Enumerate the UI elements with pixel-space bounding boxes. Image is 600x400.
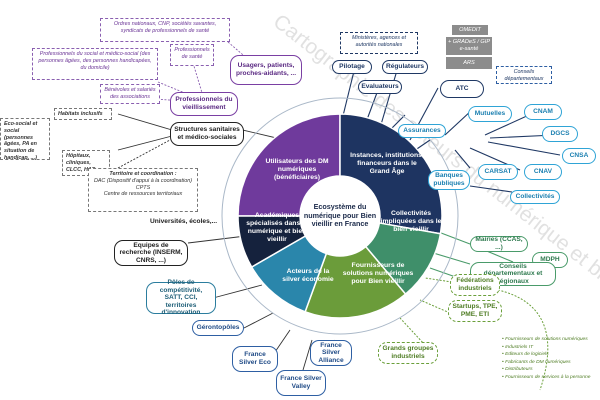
connectors-olive [399, 277, 549, 391]
universites: Universités, écoles,... [150, 218, 218, 225]
segment-label-instances: Instances, institutions, financeurs dans… [350, 152, 424, 176]
cnav-box[interactable]: CNAV [524, 164, 562, 180]
evaluateurs-box[interactable]: Evaluateurs [358, 80, 402, 94]
territoire-item-cpts: CPTS [135, 184, 151, 191]
pilotage-box[interactable]: Pilotage [332, 60, 372, 74]
territoire-coordination: Territoire et coordination : DAC (Dispos… [88, 168, 198, 212]
pros-sante: Professionnels de santé [170, 44, 214, 66]
mairies-box[interactable]: Mairies (CCAS, ...) [470, 236, 528, 252]
habitats-inclusifs: Habitats inclusifs [54, 108, 112, 120]
poles-box[interactable]: Pôles de compétitivité, SATT, CCI, terri… [146, 279, 216, 316]
territoire-item-dac: DAC (Dispositif d'appui à la coordinatio… [93, 177, 193, 184]
dgcs-box[interactable]: DGCS [542, 126, 578, 142]
center-label: Ecosystème du numérique pour Bien vieill… [302, 178, 378, 254]
gerontopoles-box[interactable]: Gérontopôles [192, 320, 244, 336]
regulateurs-box[interactable]: Régulateurs [382, 60, 428, 74]
ordres-nationaux: Ordres nationaux, CNP, sociétés savantes… [100, 18, 230, 42]
assurances-box[interactable]: Assurances [398, 124, 446, 138]
federations-box[interactable]: Fédérations industriels [450, 274, 500, 296]
pros-medico-social: Professionnels du social et médico-socia… [32, 48, 158, 80]
structures-box[interactable]: Structures sanitaires et médico-sociales [170, 122, 244, 146]
cnam-box[interactable]: CNAM [524, 104, 562, 120]
segment-academiques [237, 215, 307, 269]
cnsa-box[interactable]: CNSA [562, 148, 596, 164]
segment-fournisseurs [304, 245, 407, 319]
atc-box[interactable]: ATC [440, 80, 484, 98]
territoire-item-centre: Centre de ressources territoriaux [103, 191, 183, 198]
france-silver-alliance-box[interactable]: France Silver Alliance [310, 340, 352, 366]
mutuelles-box[interactable]: Mutuelles [468, 106, 512, 122]
ministeres: Ministères, agences et autorités nationa… [340, 32, 418, 54]
pie-segments [237, 113, 443, 319]
hopitaux: Hôpitaux, cliniques, CLCC, HAD [62, 150, 110, 176]
outer-ring [221, 97, 459, 335]
france-silver-valley-box[interactable]: France Silver Valley [276, 370, 326, 396]
segment-label-academiques: Académiques spécialisés dans le numériqu… [246, 212, 308, 244]
legend-item: Fournisseurs de services à la personne [502, 374, 590, 382]
legend-item: Fabricants de DM numériques [502, 359, 590, 367]
segment-instances [339, 113, 443, 235]
carsat-box[interactable]: CARSAT [478, 164, 518, 180]
grands-groupes-box[interactable]: Grands groupes industriels [378, 342, 438, 364]
omedit-badge: OMEDIT [452, 25, 488, 35]
territoire-title: Territoire et coordination : [109, 171, 177, 177]
legend-item: Industriels IT [502, 344, 590, 352]
banques-box[interactable]: Banques publiques [428, 170, 470, 190]
eco-social: Eco-social et social (personnes âgées, P… [0, 118, 50, 161]
startups-box[interactable]: Startups, TPE, PME, ETI [448, 300, 502, 322]
legend-item: Distributeurs [502, 366, 590, 374]
legend-item: Fournisseurs de solutions numériques [502, 336, 590, 344]
segment-label-fournisseurs: Fournisseurs de solutions numériques pou… [342, 262, 414, 286]
ars-badge: ARS [446, 57, 492, 69]
segment-label-utilisateurs: Utilisateurs des DM numériques (bénéfici… [265, 158, 329, 182]
conseils-dep: Conseils départementaux [496, 66, 552, 84]
segment-utilisateurs [237, 113, 341, 217]
pros-vieillissement-box[interactable]: Professionnels du vieillissement [170, 92, 238, 116]
fournisseurs-legend: Fournisseurs de solutions numériques Ind… [496, 336, 590, 382]
segment-label-silver: Acteurs de la silver économie [282, 268, 334, 284]
france-silver-eco-box[interactable]: France Silver Eco [232, 346, 278, 372]
benevoles: Bénévoles et salariés des associations [100, 84, 160, 104]
grades-badge: + GRADeS / GIP e-santé [446, 37, 492, 55]
legend-item: Editeurs de logiciels [502, 351, 590, 359]
usagers-box[interactable]: Usagers, patients, proches-aidants, ... [230, 55, 302, 85]
segment-label-collectivites: Collectivités impliquées dans le bien vi… [380, 210, 442, 234]
collectivites-box[interactable]: Collectivités [510, 190, 560, 204]
equipes-recherche-box[interactable]: Equipes de recherche (INSERM, CNRS, ...) [114, 240, 188, 266]
